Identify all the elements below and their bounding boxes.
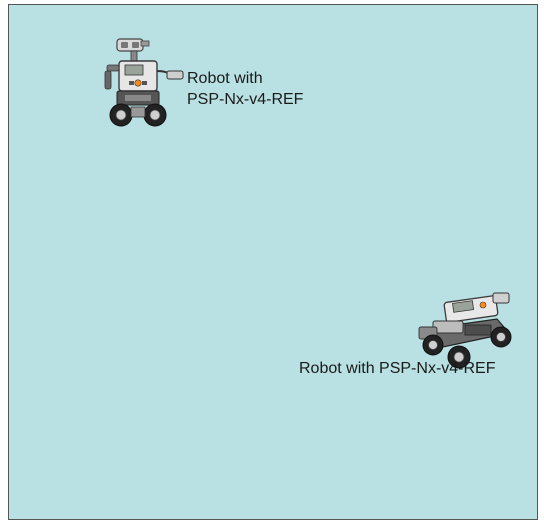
robot-diagram-canvas: Robot with PSP-Nx-v4-REF Robot with PSP-…: [8, 4, 538, 520]
vehicle-robot-icon: [413, 289, 517, 371]
robot-label-top: Robot with PSP-Nx-v4-REF: [187, 70, 304, 108]
robot-label-bottom: Robot with PSP-Nx-v4-REF: [299, 360, 496, 377]
humanoid-robot-icon: [101, 37, 187, 131]
